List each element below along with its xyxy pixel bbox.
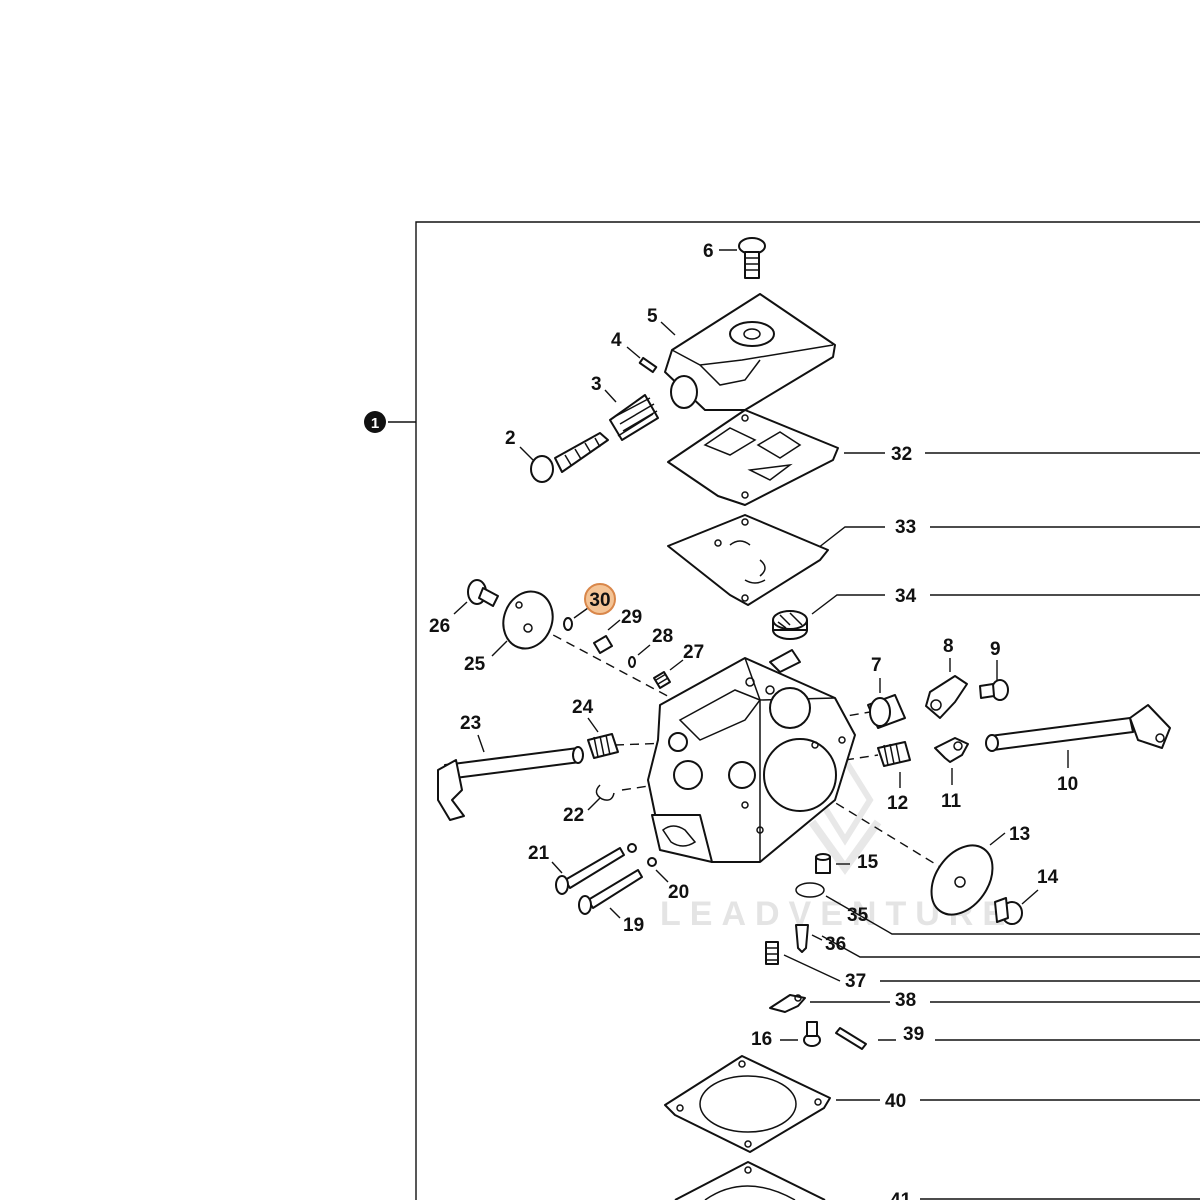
label-35: 35 <box>847 905 869 926</box>
part-41-gasket[interactable] <box>674 1161 826 1200</box>
label-38: 38 <box>895 990 916 1011</box>
label-32: 32 <box>891 444 912 465</box>
part-30-ring[interactable] <box>563 607 589 631</box>
label-28: 28 <box>652 626 673 647</box>
leader-lines <box>783 452 1200 1200</box>
label-3: 3 <box>591 374 602 395</box>
part-38-lever[interactable] <box>769 994 806 1013</box>
part-36-needle-valve[interactable] <box>795 924 823 953</box>
label-4: 4 <box>611 330 622 351</box>
part-13-disc[interactable] <box>919 832 1006 926</box>
part-39-pin[interactable] <box>835 1027 867 1050</box>
label-9: 9 <box>990 639 1001 660</box>
label-16: 16 <box>751 1029 772 1050</box>
label-41: 41 <box>890 1190 912 1200</box>
label-7: 7 <box>871 655 882 676</box>
label-37: 37 <box>845 971 866 992</box>
part-24-spring[interactable] <box>587 717 619 759</box>
label-19: 19 <box>623 915 644 936</box>
part-22-clip[interactable] <box>587 784 615 811</box>
part-32-gasket[interactable] <box>667 409 839 506</box>
label-40: 40 <box>885 1091 906 1112</box>
label-33: 33 <box>895 517 916 538</box>
part-2-screw[interactable] <box>519 432 609 483</box>
part-8-lever[interactable] <box>925 658 968 719</box>
label-20: 20 <box>668 882 689 903</box>
part-20-ring[interactable] <box>627 843 669 883</box>
part-7-sleeve[interactable] <box>867 678 906 729</box>
label-27: 27 <box>683 642 704 663</box>
part-37-spring[interactable] <box>765 941 779 965</box>
part-40-gasket[interactable] <box>664 1055 831 1153</box>
part-23-shaft[interactable] <box>437 734 584 821</box>
part-29-sleeve[interactable] <box>593 619 621 654</box>
part-3-spring[interactable] <box>604 389 659 441</box>
assembly-bracket <box>388 221 1200 1200</box>
part-21-needle[interactable] <box>551 847 625 895</box>
part-27-spring[interactable] <box>653 659 684 689</box>
part-15-plug[interactable] <box>815 853 850 874</box>
label-14: 14 <box>1037 867 1059 888</box>
part-16-screw[interactable] <box>780 1021 821 1047</box>
label-26: 26 <box>429 616 450 637</box>
part-25-plate[interactable] <box>491 585 560 657</box>
label-30: 30 <box>589 590 610 611</box>
label-24: 24 <box>572 697 594 718</box>
label-6: 6 <box>703 241 714 262</box>
part-5-cover[interactable] <box>660 293 836 411</box>
label-2: 2 <box>505 428 516 449</box>
part-labels: 6 5 4 3 2 32 33 34 26 25 30 29 28 27 7 8… <box>429 241 1078 1200</box>
label-36: 36 <box>825 934 846 955</box>
label-5: 5 <box>647 306 658 327</box>
assembly-callout-number: 1 <box>371 415 379 432</box>
part-33-diaphragm[interactable] <box>667 514 829 606</box>
part-35-o-ring[interactable] <box>795 882 825 898</box>
part-34-filter-screen[interactable] <box>772 610 808 640</box>
part-28-ring[interactable] <box>628 644 651 668</box>
part-9-screw[interactable] <box>979 660 1009 701</box>
label-15: 15 <box>857 852 879 873</box>
part-10-shaft[interactable] <box>985 704 1171 768</box>
label-39: 39 <box>903 1024 924 1045</box>
label-12: 12 <box>887 793 908 814</box>
label-34: 34 <box>895 586 917 607</box>
label-21: 21 <box>528 843 550 864</box>
part-12-spring[interactable] <box>877 741 911 788</box>
part-19-needle[interactable] <box>578 869 643 919</box>
label-8: 8 <box>943 636 954 657</box>
highlight-marker <box>584 583 616 615</box>
assembly-callout[interactable]: 1 <box>364 411 386 433</box>
part-11-lever[interactable] <box>934 737 969 785</box>
label-29: 29 <box>621 607 642 628</box>
label-25: 25 <box>464 654 486 675</box>
label-22: 22 <box>563 805 584 826</box>
label-11: 11 <box>941 791 962 812</box>
part-14-screw[interactable] <box>994 889 1039 925</box>
carburetor-body[interactable] <box>647 649 856 863</box>
part-6-screw[interactable] <box>719 237 766 279</box>
label-10: 10 <box>1057 774 1078 795</box>
label-23: 23 <box>460 713 481 734</box>
part-26-screw[interactable] <box>453 579 499 615</box>
label-13: 13 <box>1009 824 1030 845</box>
part-4-pin[interactable] <box>626 346 658 374</box>
